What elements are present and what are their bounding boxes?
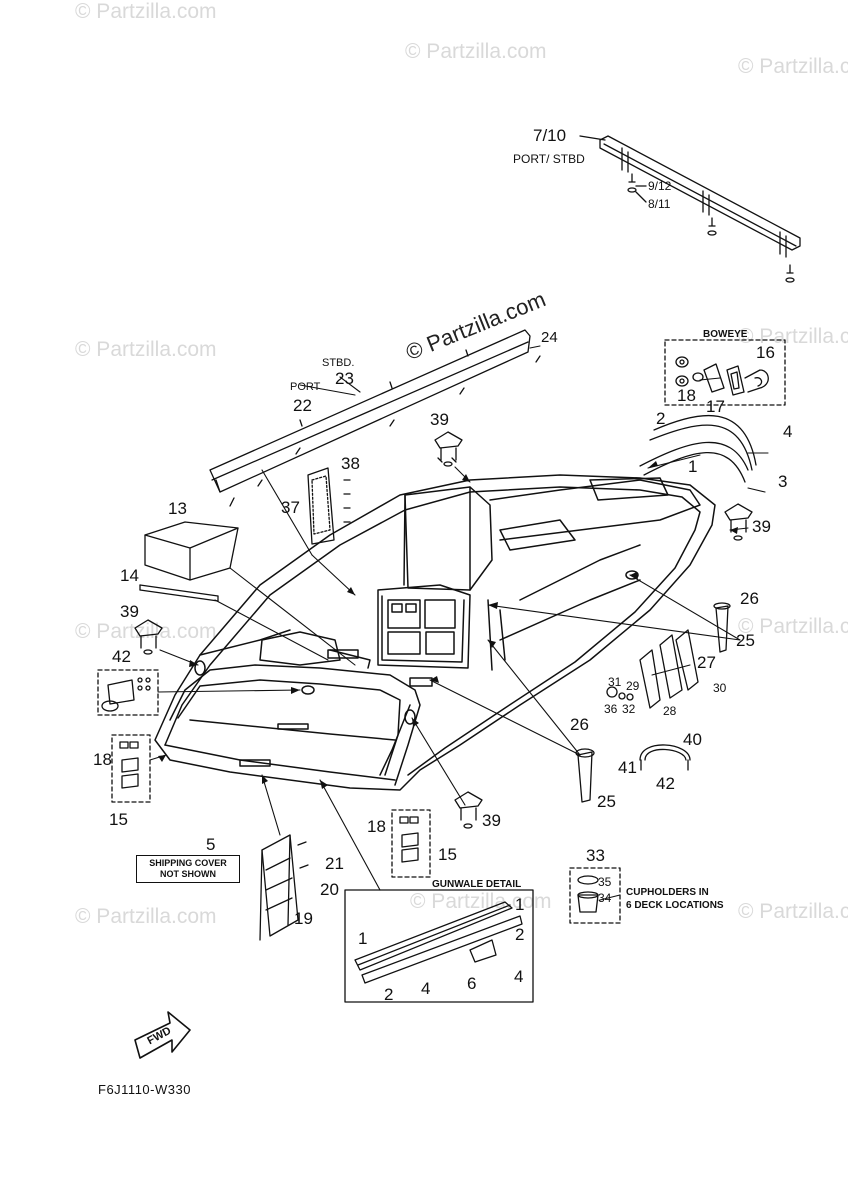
callout: 22: [293, 396, 312, 415]
callout: 1: [358, 929, 368, 948]
section-label: STBD.: [322, 357, 355, 369]
shipping-cover-note: SHIPPING COVER NOT SHOWN: [136, 855, 240, 883]
diagram-code: F6J1110-W330: [98, 1082, 191, 1097]
callout: 15: [438, 845, 457, 864]
callout: 20: [320, 880, 339, 899]
section-label: BOWEYE: [703, 329, 748, 340]
cupholders-note: CUPHOLDERS IN: [626, 887, 709, 898]
watermark: © Partzilla.com: [75, 0, 217, 23]
callout: 18: [367, 817, 386, 836]
callout: 9/12: [648, 179, 672, 193]
callout: 28: [663, 704, 677, 718]
callout: 37: [281, 498, 300, 517]
callout: 41: [618, 758, 637, 777]
watermark: © Partzilla.com: [75, 905, 217, 928]
callout: 25: [597, 792, 616, 811]
callout: 32: [622, 702, 636, 716]
callout: 25: [736, 631, 755, 650]
callout: 23: [335, 369, 354, 388]
callout: 5: [206, 835, 216, 854]
watermark: © Partzilla.com: [410, 890, 552, 913]
grab-rail: [579, 135, 801, 283]
callout: 26: [740, 589, 759, 608]
callout: 40: [683, 730, 702, 749]
section-label: PORT/ STBD: [513, 152, 585, 166]
cleat: [454, 791, 483, 829]
callout: 6: [467, 974, 477, 993]
callout: 42: [112, 647, 131, 666]
callout: 34: [598, 891, 612, 905]
callout: 4: [421, 979, 431, 998]
callout: 39: [120, 602, 139, 621]
callout: 15: [109, 810, 128, 829]
callout: 27: [697, 653, 716, 672]
callout: 18: [93, 750, 112, 769]
callout: 30: [713, 681, 727, 695]
callout: 18: [677, 386, 696, 405]
cleat: [434, 431, 463, 467]
callout: 39: [482, 811, 501, 830]
callout: 42: [656, 774, 675, 793]
callout: 4: [783, 422, 793, 441]
callout: 1: [688, 457, 698, 476]
boat-hull: [154, 474, 716, 791]
section-label: PORT: [290, 381, 321, 393]
callout: 4: [514, 967, 524, 986]
callout: 7/10: [533, 126, 567, 145]
callout: 14: [120, 566, 139, 585]
callout: 33: [586, 846, 605, 865]
callout: 36: [604, 702, 618, 716]
watermark: © Partzilla.com: [405, 40, 547, 63]
bow-rail: [209, 329, 541, 507]
callout: 2: [384, 985, 394, 1004]
callout: 29: [626, 679, 640, 693]
cleat: [134, 619, 163, 655]
callout: 26: [570, 715, 589, 734]
boweye-parts: [675, 356, 769, 396]
callout: 19: [294, 909, 313, 928]
callout: 17: [706, 397, 725, 416]
watermark: © Partzilla.com: [75, 338, 217, 361]
cupholders-note: 6 DECK LOCATIONS: [626, 900, 724, 911]
watermark: © Partzilla.com: [738, 55, 848, 78]
callout: 39: [430, 410, 449, 429]
watermark: © Partzilla.com: [75, 620, 217, 643]
watermark: © Partzilla.com: [738, 615, 848, 638]
callout: 24: [541, 329, 558, 346]
callout: 13: [168, 499, 187, 518]
section-label: GUNWALE DETAIL: [432, 879, 522, 890]
callout: 35: [598, 875, 612, 889]
callout: 38: [341, 454, 360, 473]
callout: 31: [608, 675, 622, 689]
callout: 16: [756, 343, 775, 362]
callout: 21: [325, 854, 344, 873]
callout: 2: [515, 925, 525, 944]
callout: 39: [752, 517, 771, 536]
watermark: © Partzilla.com: [738, 325, 848, 348]
callout: 1: [515, 895, 525, 914]
cleat: [724, 503, 753, 541]
callout: 3: [778, 472, 788, 491]
callout: 2: [656, 409, 666, 428]
watermark: © Partzilla.com: [738, 900, 848, 923]
callout: 8/11: [648, 197, 671, 211]
